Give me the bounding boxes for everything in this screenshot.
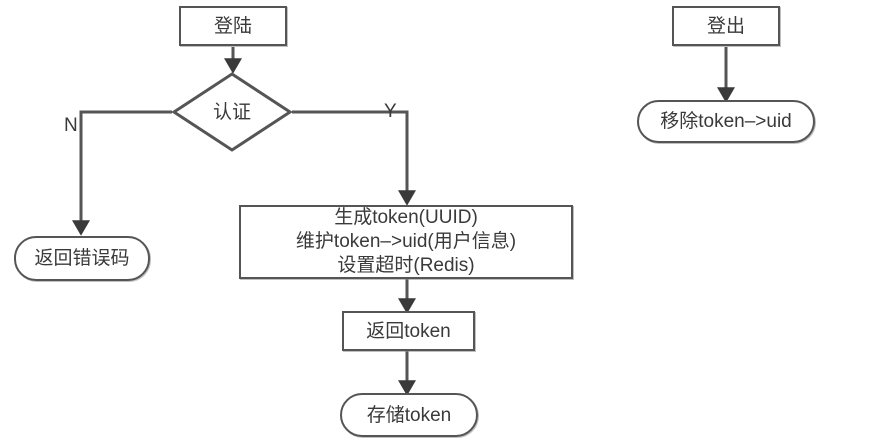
edge-label-yes: Y — [384, 101, 397, 122]
node-auth-decision-label: 认证 — [212, 101, 251, 123]
edge-auth-yes — [292, 110, 416, 206]
node-store-token[interactable]: 存储token — [340, 393, 478, 437]
node-remove-token-uid-label: 移除token–>uid — [660, 111, 792, 132]
node-auth-decision[interactable]: 认证 — [172, 72, 292, 152]
node-token-operations-line-1: 生成token(UUID) — [334, 207, 478, 229]
node-return-token-label: 返回token — [366, 320, 451, 342]
node-store-token-label: 存储token — [366, 404, 452, 426]
node-token-operations-line-3: 设置超时(Redis) — [337, 254, 475, 276]
node-return-token[interactable]: 返回token — [342, 311, 475, 351]
node-logout-start[interactable]: 登出 — [672, 6, 780, 46]
node-token-operations-line-2: 维护token–>uid(用户信息) — [295, 231, 517, 253]
node-login-start[interactable]: 登陆 — [179, 6, 287, 46]
edge-auth-no — [72, 110, 172, 236]
edge-label-no: N — [64, 115, 78, 136]
node-remove-token-uid[interactable]: 移除token–>uid — [637, 100, 815, 143]
node-login-start-label: 登陆 — [213, 15, 252, 37]
diamond-shape — [172, 72, 292, 152]
node-return-error-code[interactable]: 返回错误码 — [14, 236, 150, 281]
node-return-error-code-label: 返回错误码 — [34, 248, 130, 269]
node-token-operations[interactable]: 生成token(UUID) 维护token–>uid(用户信息) 设置超时(Re… — [239, 205, 573, 279]
node-logout-start-label: 登出 — [706, 15, 745, 37]
